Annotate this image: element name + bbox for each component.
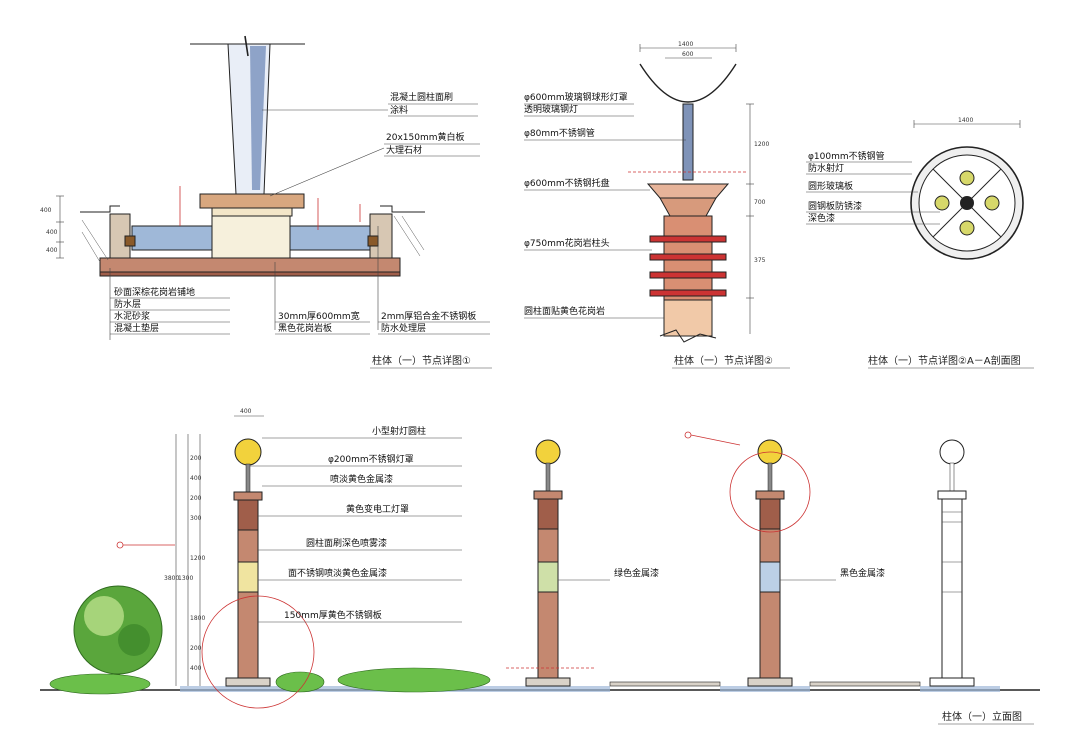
elevation-dim-2: 200 <box>190 455 202 462</box>
detail1-label-mortar: 水泥砂浆 <box>114 310 150 322</box>
detail2-dim-pole: 1200 <box>754 141 769 148</box>
elevation-label-black: 黑色金属漆 <box>840 567 885 579</box>
elevation-label-6: 面不锈钢喷淡黄色金属漆 <box>288 567 387 579</box>
detail1-label-column-paint: 混凝土圆柱面刷 <box>390 91 453 103</box>
detail1-label-concrete: 混凝土垫层 <box>114 322 159 334</box>
detail1-dim-3: 400 <box>46 247 58 254</box>
elevation-dim-total: 3800 <box>164 575 179 582</box>
elevation-label-7: 150mm厚黄色不锈钢板 <box>284 609 382 621</box>
elevation-label-1: 小型射灯圆柱 <box>372 425 426 437</box>
detail1-dim-2: 400 <box>46 229 58 236</box>
caption-detail-2: 柱体（一）节点详图② <box>674 354 773 367</box>
detail1-label-steel-plate: 2mm厚铝合金不锈钢板 <box>381 310 476 322</box>
caption-detail-1: 柱体（一）节点详图① <box>372 354 471 367</box>
section-label-steel-pipe: φ100mm不锈钢管 <box>808 150 885 162</box>
detail1-label-waterproof-layer: 防水处理层 <box>381 322 426 334</box>
elevation-label-green: 绿色金属漆 <box>614 567 659 579</box>
detail1-label-board: 20x150mm黄白板 <box>386 131 465 143</box>
detail1-label-marble: 大理石材 <box>386 144 422 156</box>
detail1-label-waterproof: 防水层 <box>114 298 141 310</box>
detail1-label-coating: 涂料 <box>390 104 408 116</box>
detail1-label-black-granite: 黑色花岗岩板 <box>278 322 332 334</box>
elevation-dim-5: 300 <box>190 515 202 522</box>
elevation-label-2: φ200mm不锈钢灯罩 <box>328 453 414 465</box>
detail2-label-pole: φ80mm不锈钢管 <box>524 127 595 139</box>
section-label-dark-paint: 深色漆 <box>808 212 835 224</box>
section-aa-drawing: 1400 <box>806 117 1024 260</box>
caption-elevation: 柱体（一）立面图 <box>942 710 1022 723</box>
detail1-dim-1: 400 <box>40 207 52 214</box>
elevation-dim-top: 400 <box>240 408 252 415</box>
caption-section: 柱体（一）节点详图②A－A剖面图 <box>868 354 1021 367</box>
elevation-dim-10: 200 <box>190 645 202 652</box>
elevation-dim-4: 200 <box>190 495 202 502</box>
section-label-glass: 圆形玻璃板 <box>808 180 853 192</box>
elevation-dim-11: 400 <box>190 665 202 672</box>
elevation-label-5: 圆柱面刷深色喷雾漆 <box>306 537 387 549</box>
detail1-label-30mm: 30mm厚600mm宽 <box>278 310 360 322</box>
section-label-steel-plate: 圆钢板防锈漆 <box>808 200 862 212</box>
detail2-label-lamp: 透明玻璃钢灯 <box>524 103 578 115</box>
elevation-label-3: 喷淡黄色金属漆 <box>330 473 393 485</box>
detail2-label-shaft: 圆柱面贴黄色花岗岩 <box>524 305 605 317</box>
elevation-dim-6: 1200 <box>190 555 205 562</box>
elevation-dim-7: 1800 <box>190 615 205 622</box>
elevation-dim-3: 400 <box>190 475 202 482</box>
detail-1-drawing: 400 400 400 <box>40 35 490 340</box>
elevation-dim-8: 1300 <box>178 575 193 582</box>
elevation-drawing: 400 200 400 200 300 1200 1800 1300 3800 … <box>40 408 1040 709</box>
detail2-dim-capital: 700 <box>754 199 766 206</box>
detail2-dim-shaft: 375 <box>754 257 766 264</box>
detail2-dim-tray: 600 <box>682 51 694 58</box>
detail1-label-granite-paving: 砂面深棕花岗岩铺地 <box>114 286 195 298</box>
section-label-spotlight: 防水射灯 <box>808 162 844 174</box>
section-dim: 1400 <box>958 117 973 124</box>
detail2-dim-width: 1400 <box>678 41 693 48</box>
detail2-label-tray: φ600mm不锈钢托盘 <box>524 177 610 189</box>
detail2-label-globe: φ600mm玻璃钢球形灯罩 <box>524 91 628 103</box>
detail-2-drawing: 1400 600 1200 700 375 <box>524 41 769 343</box>
elevation-label-4: 黄色变电工灯罩 <box>346 503 409 515</box>
detail2-label-capital: φ750mm花岗岩柱头 <box>524 237 610 249</box>
